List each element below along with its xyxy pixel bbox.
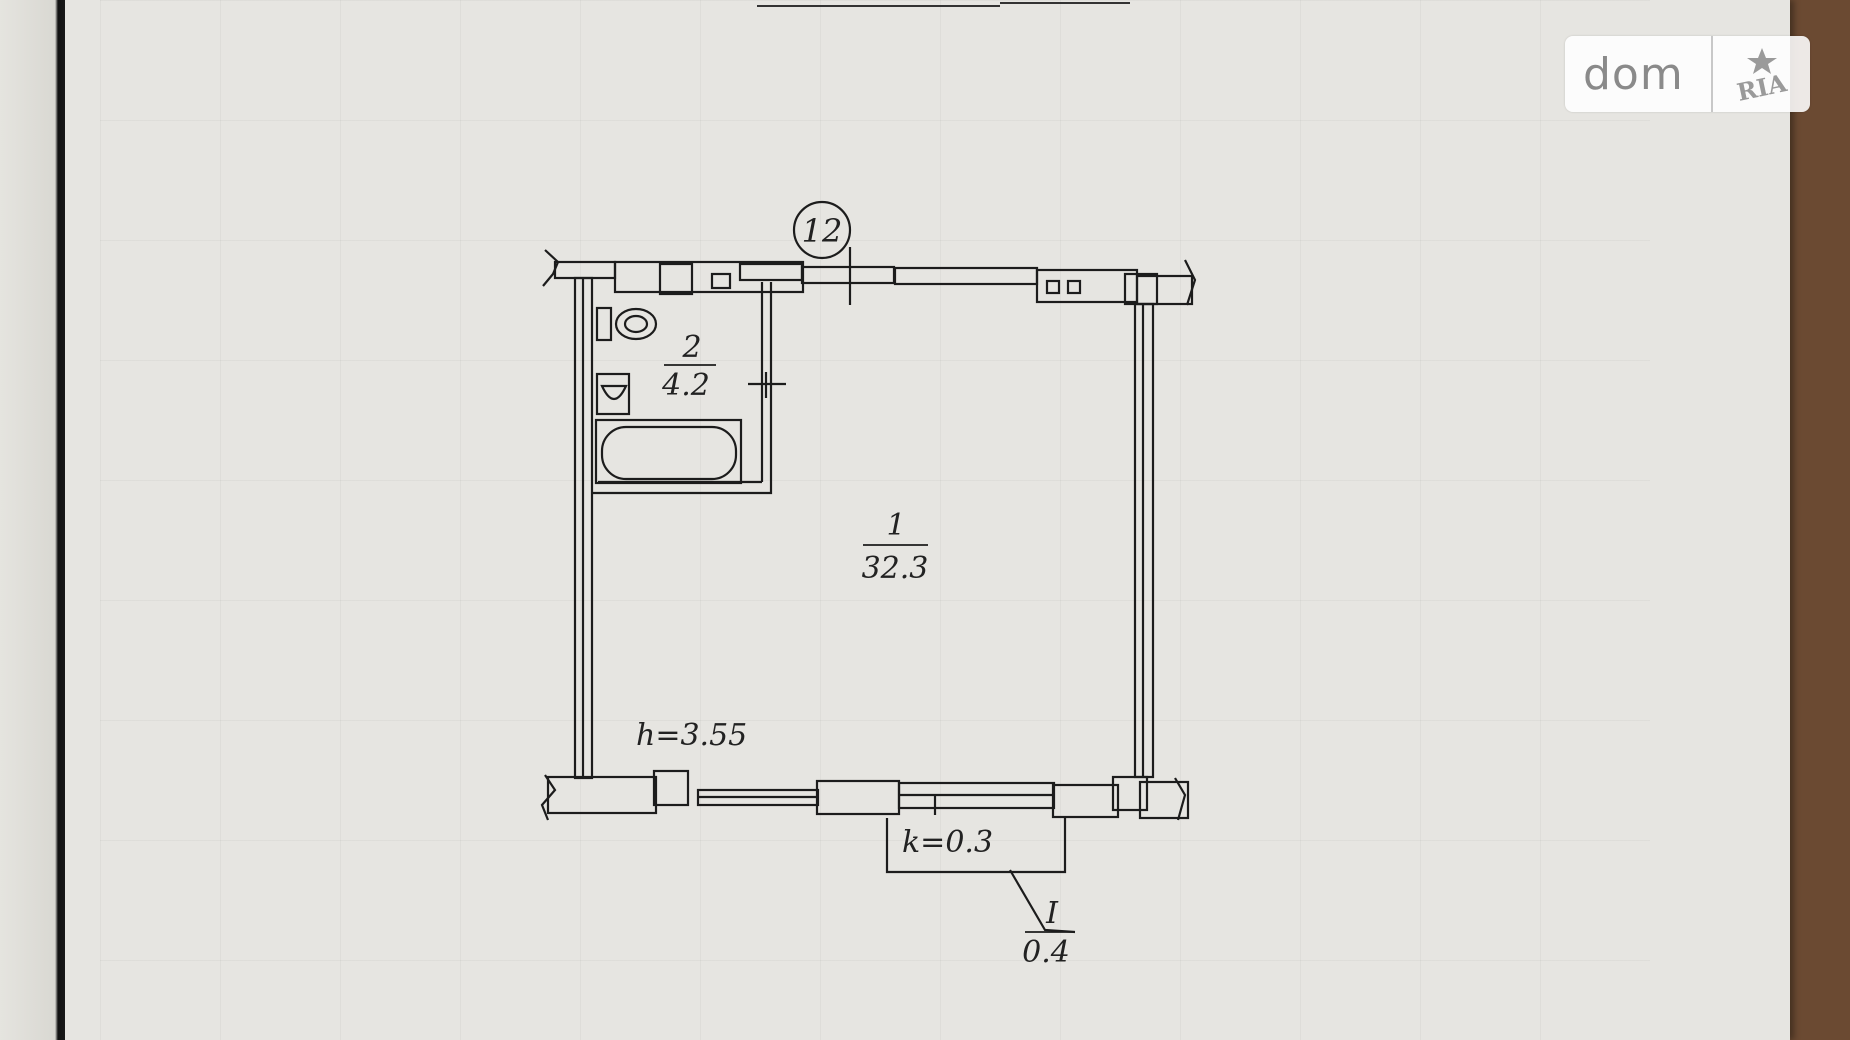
balcony-area: 0.4 [1022,935,1070,970]
balcony-leader [1009,869,1076,934]
bottom-wall [540,769,1190,821]
coefficient-label: k=0.3 [902,825,993,860]
toilet [595,306,658,342]
right-wall [1133,302,1155,779]
axis-marker-label: 12 [802,212,843,250]
dom-ria-logo: dom RIA [1565,36,1810,112]
bathtub [594,418,743,485]
room-1-area: 32.3 [862,551,929,586]
room-2-area: 4.2 [661,368,710,403]
logo-mark-text: RIA [1734,68,1789,104]
room-1-number: 1 [886,508,905,543]
logo-separator [1711,36,1713,112]
balcony-number: I [1045,896,1059,931]
top-wall [542,249,1197,306]
left-wall [573,276,594,780]
album-left-edge [0,0,65,1040]
ria-star-icon: RIA [1713,36,1810,112]
room-2-number: 2 [681,330,701,365]
sink [595,372,631,416]
k-dimension-leader [885,818,1067,874]
paper-sheet [65,0,1790,1040]
logo-word: dom [1583,48,1684,100]
axis-marker-circle [792,200,852,260]
paper-grid [100,0,1650,1040]
ceiling-height-label: h=3.55 [636,718,747,753]
